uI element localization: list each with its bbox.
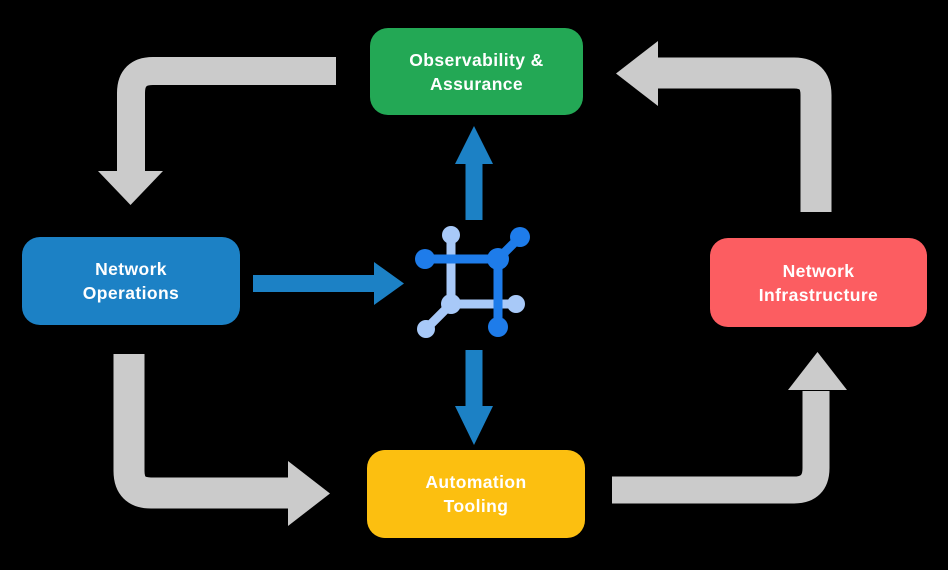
network-mesh-node [507,295,525,313]
cycle-arrow-top-right-shaft [658,57,832,212]
node-network-operations: Network Operations [22,237,240,325]
network-mesh-node [488,317,508,337]
node-label-line: Tooling [443,496,509,516]
node-observability-assurance: Observability & Assurance [370,28,583,115]
flow-arrow-up-head [455,126,493,164]
flow-arrow-up-icon [455,126,493,220]
node-automation-tooling: Automation Tooling [367,450,585,538]
node-label-line: Assurance [429,73,524,94]
cycle-arrow-top-left-head [98,171,163,205]
cycle-arrow-bottom-left-icon [113,354,330,526]
node-label-line: Infrastructure [758,284,879,305]
cycle-arrow-bottom-right-head [788,352,847,390]
node-label-line: Operations [82,283,180,303]
cycle-arrow-bottom-right-shaft [612,391,830,504]
network-mesh-node [510,227,530,247]
network-mesh-node [415,249,435,269]
cycle-arrow-top-right-icon [616,41,832,212]
network-mesh-node [417,320,435,338]
network-mesh-node [441,294,461,314]
flow-arrow-right-head [374,262,404,305]
node-label-line: Network [95,259,167,279]
network-mesh-icon [415,226,530,338]
node-label-line: Network [782,260,855,281]
flow-arrow-down-head [455,406,493,445]
cycle-arrow-top-right-head [616,41,658,106]
node-network-infrastructure: Network Infrastructure [710,238,927,327]
cycle-arrow-bottom-right-icon [612,352,847,504]
flow-arrow-down-icon [455,350,493,445]
cycle-arrow-top-left-icon [98,57,336,205]
flow-arrow-right-icon [253,262,404,305]
node-label-line: Observability & [409,49,544,70]
network-mesh-node [442,226,460,244]
network-mesh-node [487,248,509,270]
cycle-arrow-bottom-left-shaft [113,354,288,509]
cycle-arrow-bottom-left-head [288,461,330,526]
cycle-arrow-top-left-shaft [117,57,336,172]
node-label-line: Automation [425,472,527,492]
